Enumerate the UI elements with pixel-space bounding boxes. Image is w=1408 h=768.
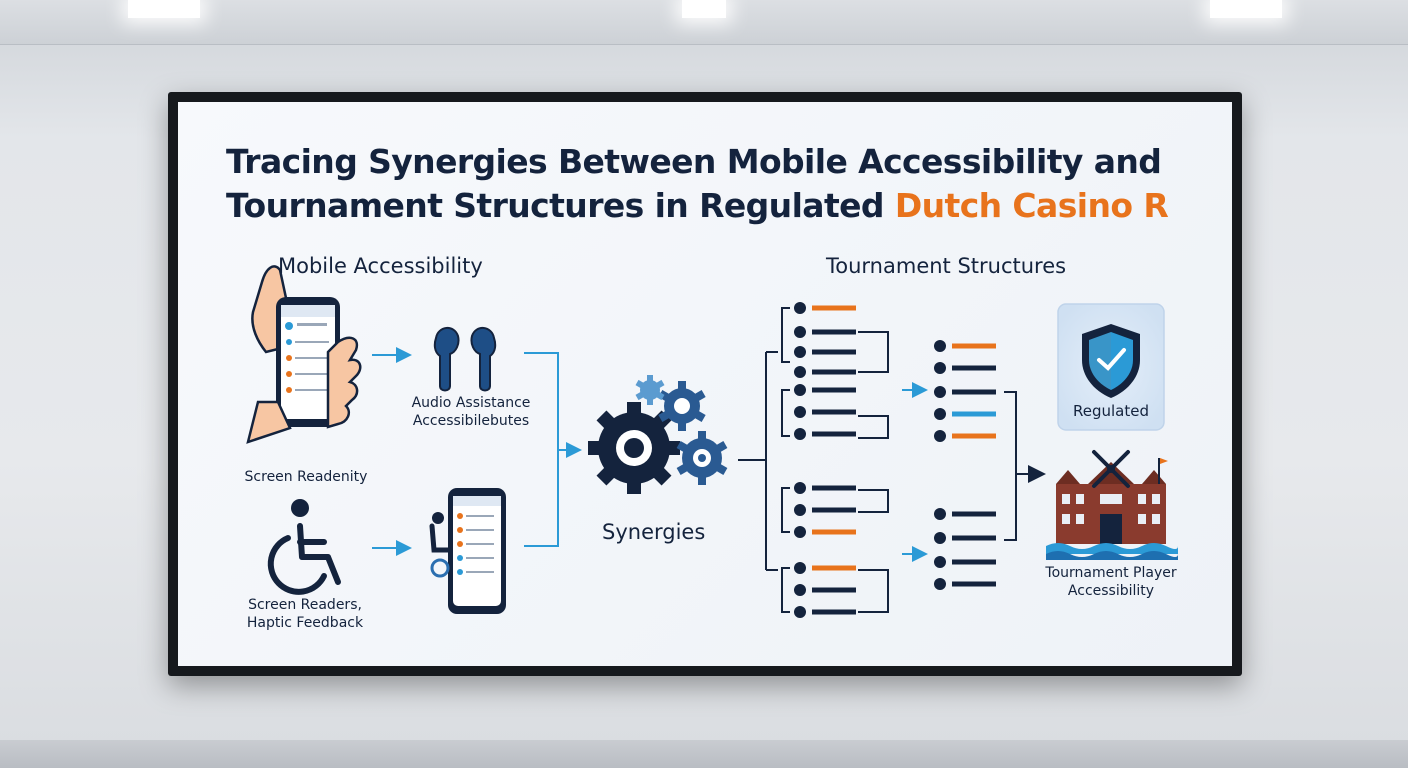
bracket-node (794, 504, 806, 516)
bracket-bar (952, 581, 996, 587)
bracket-node (934, 430, 946, 442)
wheelchair-icon (267, 499, 341, 595)
caption-line: Audio Assistance (411, 395, 531, 411)
bracket-bar (812, 329, 856, 335)
mobile-accessibility-heading: Mobile Accessibility (278, 254, 483, 278)
bracket-node (934, 578, 946, 590)
shield-icon (1082, 324, 1140, 398)
bracket-bar (812, 507, 856, 513)
synergies-label: Synergies (602, 520, 706, 544)
bracket-bar (812, 565, 856, 571)
title-line1: Tracing Synergies Between Mobile Accessi… (226, 142, 1162, 181)
bracket-bar (812, 587, 856, 593)
bracket-node (794, 406, 806, 418)
bracket-bar (812, 369, 856, 375)
bracket-bar (952, 511, 996, 517)
bracket-node (794, 384, 806, 396)
bracket-node (934, 408, 946, 420)
bracket-bar (952, 365, 996, 371)
left-bracket (524, 352, 559, 547)
bracket-bar (952, 535, 996, 541)
display-screen: Tracing Synergies Between Mobile Accessi… (178, 102, 1232, 666)
title-line2: Tournament Structures in Regulated (226, 186, 895, 225)
bracket-node (934, 362, 946, 374)
bracket-node (934, 556, 946, 568)
bracket-bar (812, 609, 856, 615)
bracket-node (794, 346, 806, 358)
screen-readers-caption: Screen Readers, Haptic Feedback (230, 596, 380, 632)
screen-readenity-caption: Screen Readenity (236, 468, 376, 486)
tournament-structures-heading: Tournament Structures (826, 254, 1067, 278)
bracket-node (934, 532, 946, 544)
phone-icon (429, 488, 506, 614)
bracket-node (794, 302, 806, 314)
bracket-bar (812, 387, 856, 393)
bracket-node (794, 606, 806, 618)
regulated-badge (1057, 303, 1165, 431)
bracket-bar (812, 409, 856, 415)
audio-assistance-caption: Audio Assistance Accessibilebutes (396, 394, 546, 430)
bracket-node (934, 386, 946, 398)
bracket-bar (952, 433, 996, 439)
bracket-node (794, 428, 806, 440)
bracket-node (934, 340, 946, 352)
bracket-bar (812, 349, 856, 355)
bracket-bar (812, 529, 856, 535)
bracket-node (794, 326, 806, 338)
flow-diagram (246, 265, 1178, 618)
bracket-bar (812, 485, 856, 491)
earbuds-icon (433, 327, 497, 392)
display-screen-frame: Tracing Synergies Between Mobile Accessi… (168, 92, 1242, 676)
ceiling (0, 0, 1408, 45)
bracket-bar (952, 559, 996, 565)
bracket-bar (952, 343, 996, 349)
bracket-bar (952, 389, 996, 395)
tournament-spine (765, 351, 778, 571)
hand-phone-icon (246, 265, 362, 444)
diagram-title: Tracing Synergies Between Mobile Accessi… (226, 140, 1206, 228)
regulated-badge-label: Regulated (1073, 402, 1149, 420)
caption-line: Tournament Player (1045, 565, 1177, 581)
bracket-rows (794, 302, 996, 618)
bracket-node (934, 508, 946, 520)
dutch-building-icon (1046, 450, 1178, 560)
tournament-player-accessibility-caption: Tournament Player Accessibility (1036, 564, 1186, 600)
ceiling-light (128, 0, 200, 18)
bracket-node (794, 526, 806, 538)
caption-line: Accessibilebutes (412, 413, 530, 429)
floor (0, 740, 1408, 768)
ceiling-light (1210, 0, 1282, 18)
caption-line: Screen Readers, (248, 597, 362, 613)
bracket-bar (952, 411, 996, 417)
bracket-node (794, 584, 806, 596)
gears-icon (588, 375, 728, 494)
caption-line: Accessibility (1067, 583, 1155, 599)
ceiling-light (682, 0, 726, 18)
bracket-node (794, 482, 806, 494)
bracket-bar (812, 305, 856, 311)
caption-line: Haptic Feedback (246, 615, 364, 631)
bracket-bar (812, 431, 856, 437)
caption-text: Screen Readenity (244, 469, 368, 485)
title-accent: Dutch Casino R (894, 186, 1169, 225)
bracket-node (794, 366, 806, 378)
bracket-node (794, 562, 806, 574)
